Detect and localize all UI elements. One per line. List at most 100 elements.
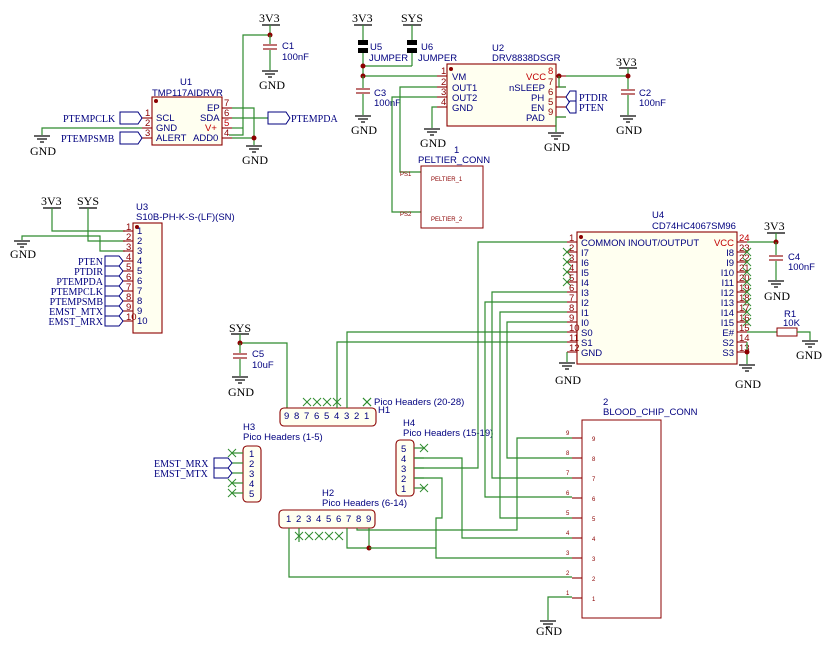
u4-pinnum-21: 21 [739,263,750,274]
u6-ref: U6 [421,42,433,53]
u2-pinnum-8: 8 [548,66,553,77]
u2-pin-gnd: GND [452,103,473,114]
no-connect-mark [742,307,752,317]
u4-pin-e-: E# [722,328,734,339]
c4-gnd-label: GND [764,289,790,303]
h4-value: Pico Headers (15-19) [403,428,493,439]
no-connect-mark [227,448,237,458]
interconnect-wires [288,241,572,578]
c3-value: 100nF [374,98,401,109]
blood-pinnum-3: 3 [566,551,570,557]
u3-pin-6: 6 [137,276,142,287]
u4-pin-s0: S0 [581,328,593,339]
u3-gnd: GND [10,240,36,261]
u3-pin-9: 9 [137,306,142,317]
ptempda-flag [267,111,291,125]
blood-pin-8: 8 [592,457,596,463]
u2-pinnum-4: 4 [441,97,446,108]
u3-pin-2: 2 [137,236,142,247]
u1-pin-vplus: V+ [205,123,217,134]
u3-net-flag [104,315,124,327]
u4-pin-s3: S3 [722,348,734,359]
h4-pin-1: 1 [401,484,406,495]
u4-pin-i4: I4 [581,278,589,289]
u2-ref: U2 [492,43,504,54]
u5-value: JUMPER [369,53,408,64]
no-connect-mark [562,277,572,287]
c5-sys-label: SYS [229,321,251,335]
u3-pin-4: 4 [137,256,142,267]
c1-ref: C1 [282,41,294,52]
u2-body [446,63,557,127]
no-connect-mark [362,397,372,407]
u3-pinnum-10: 10 [126,312,137,323]
h1-ref: H1 [378,405,390,416]
r1-gnd: GND [796,340,822,362]
h4-ref: H4 [403,418,415,429]
u4-pinnum-11: 11 [569,333,579,344]
u3-net-flag [104,285,124,297]
c5-ref: C5 [252,349,264,360]
u4-pin-i7: I7 [581,248,589,259]
c1-gnd-label: GND [259,78,285,92]
h1-pin-3: 3 [344,411,349,422]
h2-pin-5: 5 [326,514,331,525]
h2-value: Pico Headers (6-14) [322,498,407,509]
u1-pin-alert: ALERT [156,133,187,144]
blood-ref: 2 [603,397,608,408]
u2-gnd-right: GND [544,132,570,154]
no-connect-mark [742,287,752,297]
u4-pinnum-20: 20 [739,273,750,284]
h1-pin-1: 1 [364,411,369,422]
no-connect-mark [322,397,332,407]
h4-pin-3: 3 [401,464,406,475]
u3-pinnum-6: 6 [126,272,131,283]
u4-pin-vcc: VCC [714,238,734,249]
blood-pin-2: 2 [592,577,596,583]
h3-pin-5: 5 [249,489,254,500]
u5-ref: U5 [370,42,382,53]
u2-gnd-left: GND [420,128,446,150]
h1-pin-9: 9 [284,411,289,422]
emst-mtx-label-h3: EMST_MTX [154,469,209,480]
u2-drv8838: 3V3 U5 JUMPER SYS U6 JUMPER C3 100nF GND [351,11,666,213]
u2-gnd-right-label: GND [544,140,570,154]
blood-pinnum-5: 5 [566,511,570,517]
u4-pin-i6: I6 [581,258,589,269]
h2-pin-7: 7 [346,514,351,525]
u4-pinnum-5: 5 [569,273,574,284]
c5-value: 10uF [252,360,274,371]
u1-gnd-right-label: GND [242,153,268,167]
h4-pin-5: 5 [401,444,406,455]
u4-pinnum-14: 14 [739,333,750,344]
u3-pin-8: 8 [137,296,142,307]
h4-pin-2: 2 [401,474,406,485]
c3-gnd-label: GND [351,123,377,137]
u3-pin-5: 5 [137,266,142,277]
u3-pinnum-2: 2 [126,232,131,243]
ptempsmb-label: PTEMPSMB [61,134,115,145]
h4-pin-4: 4 [401,454,406,465]
u4-pin-i14: I14 [721,308,734,319]
r1-ref: R1 [784,309,796,320]
u3-pin-3: 3 [137,246,142,257]
u1-pinnum-7: 7 [224,98,229,109]
u3-pinnum-4: 4 [126,252,131,263]
u1-pinnum-2: 2 [145,118,150,129]
u4-gnd-left: GND [555,362,581,387]
r1-body [776,327,798,337]
u2-pin-out2: OUT2 [452,93,477,104]
u3-pinnum-3: 3 [126,242,131,253]
u5-jumper-bot [358,48,368,53]
u3-net-label-ptempclk: PTEMPCLK [51,287,104,298]
u2-pinnum-1: 1 [441,66,446,77]
blood-value: BLOOD_CHIP_CONN [603,407,698,418]
c2-value: 100nF [639,98,666,109]
c4-3v3-label: 3V3 [764,219,785,233]
blood-pin-1: 1 [592,597,596,603]
u4-pin-i1: I1 [581,308,589,319]
u4-pinnum-8: 8 [569,303,574,314]
